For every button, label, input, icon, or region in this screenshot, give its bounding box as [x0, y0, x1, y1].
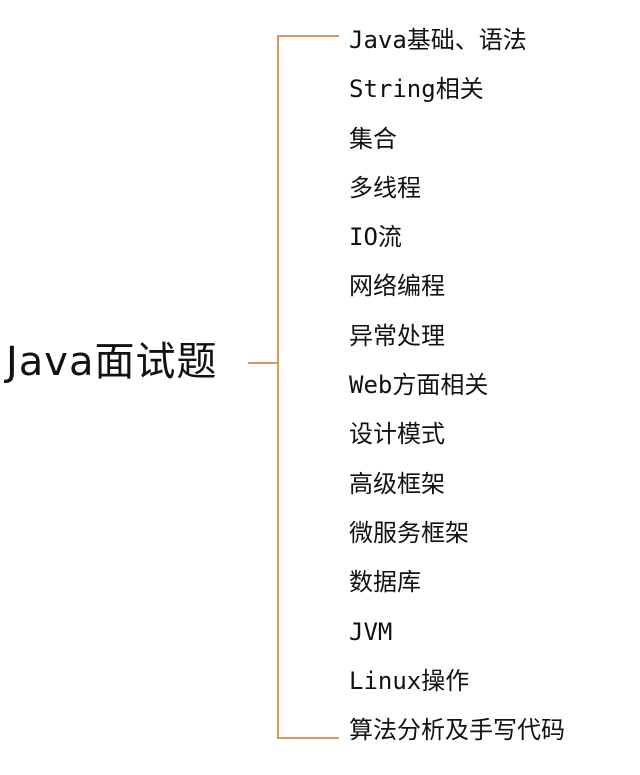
topic-item: 数据库: [349, 568, 421, 597]
bracket-bottom-tick: [277, 737, 339, 739]
topic-item: Linux操作: [349, 666, 470, 695]
topic-item: IO流: [349, 223, 402, 252]
topic-item: JVM: [349, 617, 393, 646]
topic-item: 网络编程: [349, 272, 445, 301]
bracket-top-tick: [277, 35, 339, 37]
topic-item: 高级框架: [349, 469, 445, 498]
topic-item: 异常处理: [349, 321, 445, 350]
bracket-vertical-line: [277, 35, 279, 739]
topic-list: Java基础、语法 String相关 集合 多线程 IO流 网络编程 异常处理 …: [349, 22, 565, 761]
topic-item: String相关: [349, 75, 484, 104]
topic-item: 集合: [349, 124, 397, 153]
topic-item: Web方面相关: [349, 371, 489, 400]
topic-item: 多线程: [349, 173, 421, 202]
topic-item: Java基础、语法: [349, 26, 527, 54]
topic-item: 微服务框架: [349, 518, 469, 547]
root-connector: [248, 362, 278, 364]
root-node: Java面试题: [6, 339, 218, 385]
topic-item: 算法分析及手写代码: [349, 716, 565, 745]
topic-item: 设计模式: [349, 420, 445, 449]
